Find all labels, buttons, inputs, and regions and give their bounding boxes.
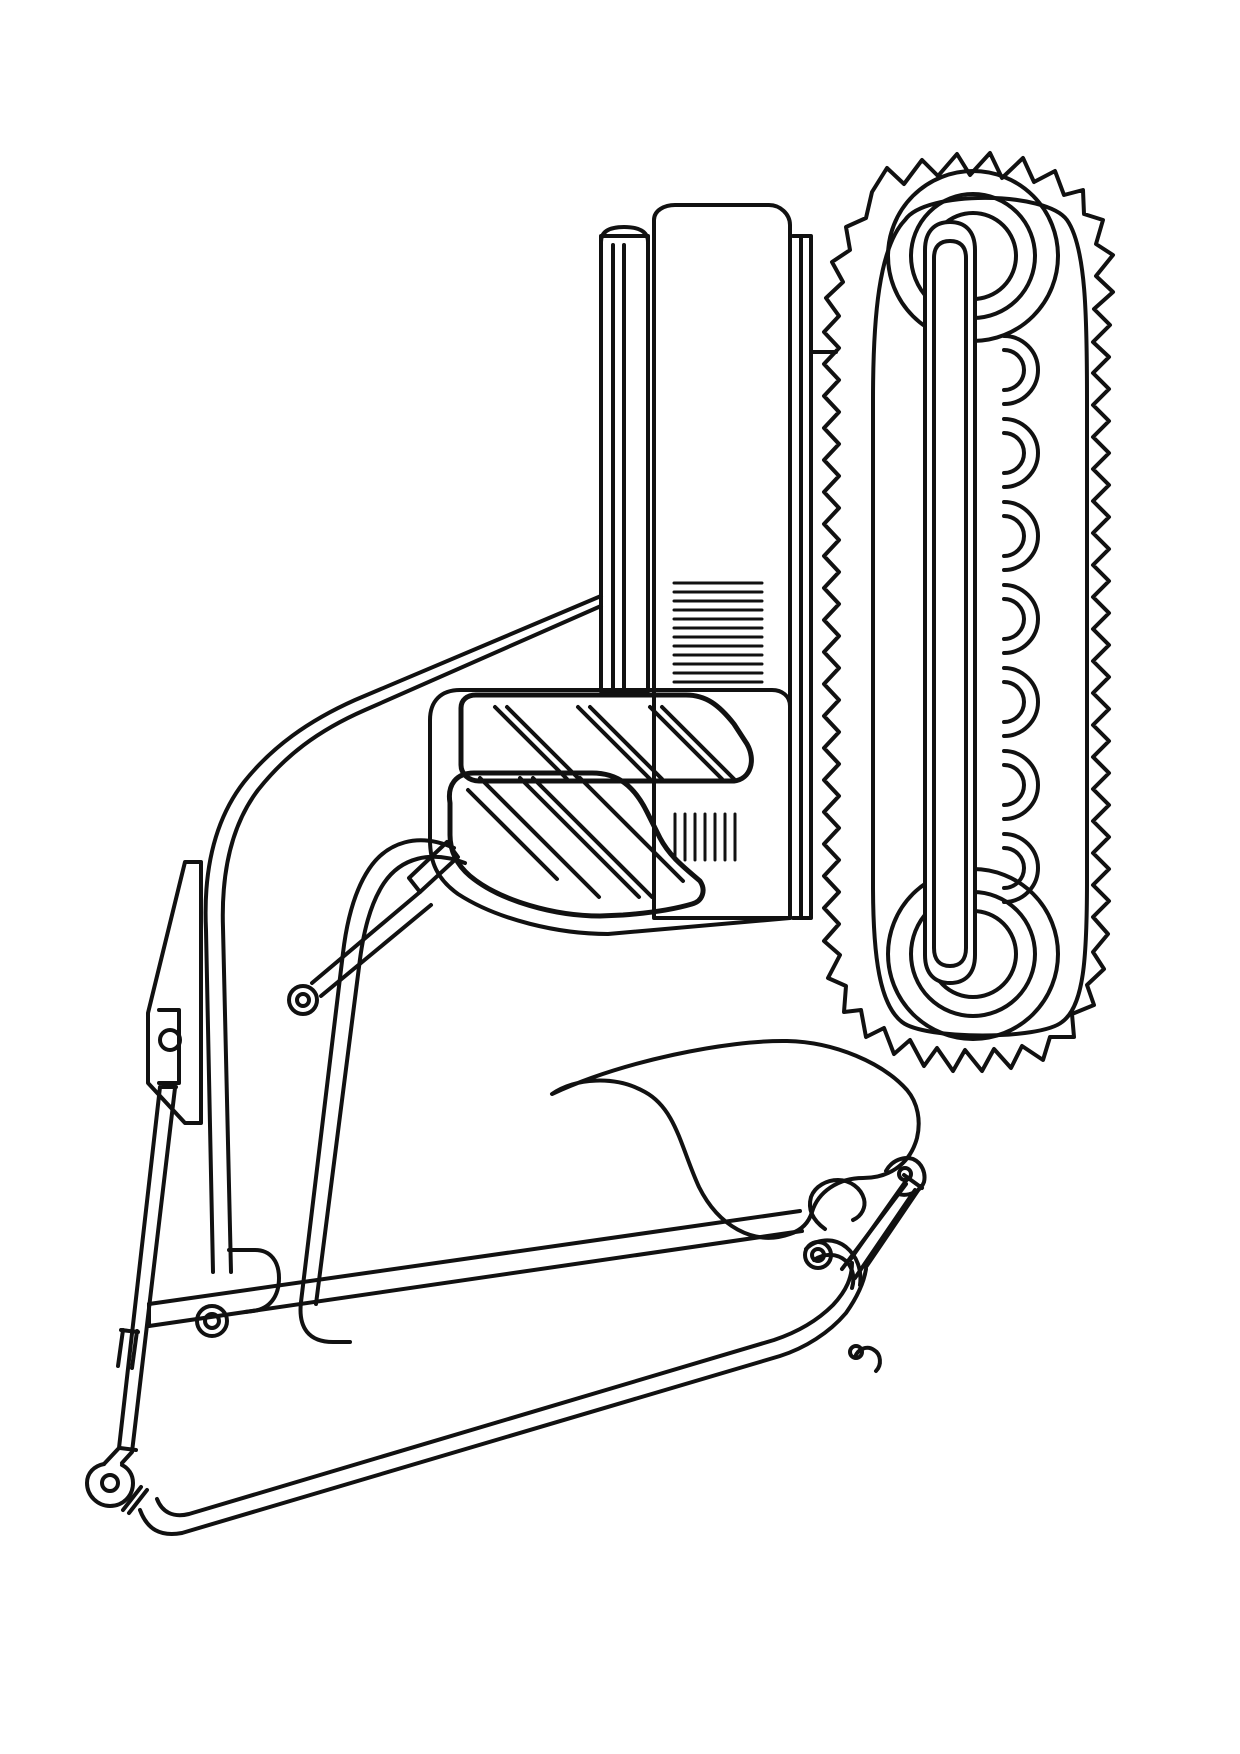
- boom-front-pin-outer: [287, 984, 319, 1016]
- bucket: [550, 1038, 921, 1240]
- boom-base-pin-outer: [195, 1304, 229, 1338]
- cab-side-vent: [673, 812, 737, 862]
- boom-base-pin-inner: [203, 1312, 221, 1330]
- arm-base-pin: [100, 1473, 120, 1493]
- boom-cylinder-pin: [158, 1028, 182, 1052]
- cab-lower-window: [446, 770, 706, 919]
- body-left-frame-inner: [220, 604, 603, 1274]
- bucket-shell: [550, 1038, 921, 1240]
- cab-shell: [428, 688, 792, 936]
- bucket-bottom-pin: [848, 1344, 864, 1360]
- bucket-hinge-pin-inner: [810, 1247, 826, 1263]
- track-inner-band: [871, 195, 1089, 1038]
- track-rollers: [1002, 334, 1040, 904]
- boom-cylinder-mount: [146, 860, 203, 1125]
- bucket-hinge: [807, 1178, 867, 1231]
- body-vent: [672, 581, 764, 684]
- track-center-bar-inner: [932, 239, 968, 968]
- cab-upper-window: [458, 692, 754, 784]
- track-assembly: [822, 151, 1115, 1073]
- main-arm-lower: [138, 1267, 868, 1536]
- bucket-top-pin: [897, 1166, 913, 1182]
- boom-arm-assembly: [85, 838, 927, 1536]
- boom-left-cylinder: [298, 838, 456, 1344]
- body-main-panel: [652, 203, 792, 920]
- boom-front-pin-inner: [295, 992, 311, 1008]
- bucket-bottom-link: [853, 1345, 882, 1373]
- main-arm-link: [147, 1209, 802, 1306]
- track-outline: [822, 151, 1115, 1073]
- machine-body: [203, 203, 838, 1274]
- boom-front-link: [407, 840, 460, 894]
- bucket-top-link: [884, 1156, 927, 1197]
- bucket-hinge-pin-outer: [803, 1240, 833, 1270]
- body-left-frame: [203, 594, 603, 1274]
